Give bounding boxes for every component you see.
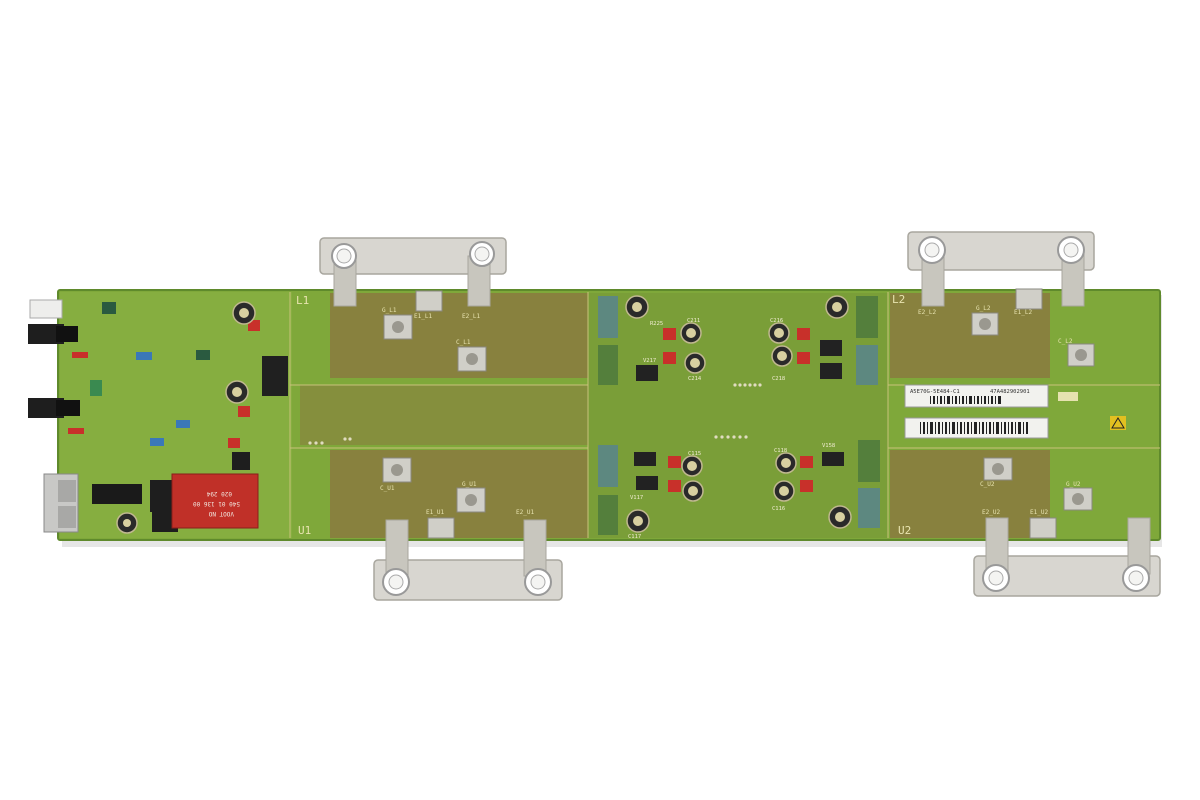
ref-c218: C218 xyxy=(772,376,785,382)
relay-text-line2: 540 01 136 00 xyxy=(193,500,240,507)
film-capacitors xyxy=(228,320,813,492)
fiber-optic-connector xyxy=(28,398,64,418)
pad-label-e1-u1: E1_U1 xyxy=(426,509,444,516)
barcode-stripes xyxy=(930,396,1001,404)
resistor-arrays xyxy=(598,296,880,535)
section-label-l2: L2 xyxy=(892,293,905,306)
pad-label-g-l1: G_L1 xyxy=(382,307,397,314)
relay xyxy=(171,473,259,529)
terminal-hole xyxy=(979,318,991,330)
copper-zone-u2 xyxy=(890,450,1050,538)
ref-c214: C214 xyxy=(688,376,702,382)
pad-label-e2-l2: E2_L2 xyxy=(918,309,936,316)
ref-v217: V217 xyxy=(643,358,656,364)
pad-label-e2-l1: E2_L1 xyxy=(462,313,480,320)
pad-label-c-u1: C_U1 xyxy=(380,485,395,492)
barcode-serial: 47A482902901 xyxy=(990,389,1030,395)
terminal-pad xyxy=(427,517,455,539)
ref-r225: R225 xyxy=(650,321,663,327)
terminal-hole xyxy=(392,321,404,333)
busbar-u2 xyxy=(973,517,1161,597)
pad-label-e1-l1: E1_L1 xyxy=(414,313,432,320)
driver-ics xyxy=(634,340,844,490)
terminal-hole xyxy=(1075,349,1087,361)
pad-label-e1-l2: E1_L2 xyxy=(1014,309,1032,316)
ref-c116: C116 xyxy=(772,506,785,512)
terminal-hole xyxy=(465,494,477,506)
pad-label-e2-u1: E2_U1 xyxy=(516,509,534,516)
busbar-l1 xyxy=(319,237,507,307)
busbar-l2 xyxy=(907,231,1095,307)
ref-c216: C216 xyxy=(770,318,783,324)
terminal-pad xyxy=(415,290,443,312)
ref-v158: V158 xyxy=(822,443,835,449)
terminal-hole xyxy=(992,463,1004,475)
section-label-l1: L1 xyxy=(296,294,309,307)
pad-label-e2-u2: E2_U2 xyxy=(982,509,1000,516)
pad-label-g-u1: G_U1 xyxy=(462,481,477,488)
esd-warning-icon xyxy=(1110,416,1126,430)
pad-label-c-l2: C_L2 xyxy=(1058,338,1073,345)
section-label-u1: U1 xyxy=(298,524,311,537)
ref-c117: C117 xyxy=(628,534,641,540)
capacitor-group xyxy=(625,295,852,533)
esd-triangle xyxy=(1111,417,1125,429)
fiber-optic-connector xyxy=(28,324,64,344)
busbar-u1 xyxy=(373,519,563,601)
ref-v117: V117 xyxy=(630,495,643,501)
center-driver-zone xyxy=(588,293,888,538)
terminal-hole xyxy=(1072,493,1084,505)
terminal-pad xyxy=(1015,288,1043,310)
transformer xyxy=(262,356,288,396)
ref-c115: C115 xyxy=(688,451,701,457)
circuit-board: L1 L2 U1 U2 G_L1 C_L1 E1_L1 E2_L1 G_L2 C… xyxy=(28,288,1161,541)
pad-label-c-u2: C_U2 xyxy=(980,481,995,488)
relay-text-line1: VOOT NO xyxy=(208,510,234,517)
pad-label-g-u2: G_U2 xyxy=(1066,481,1081,488)
pad-label-e1-u2: E1_U2 xyxy=(1030,509,1048,516)
pad-label-c-l1: C_L1 xyxy=(456,339,471,346)
section-label-u2: U2 xyxy=(898,524,911,537)
ic-chip xyxy=(92,484,142,504)
pad-label-g-l2: G_L2 xyxy=(976,305,991,312)
control-components xyxy=(28,299,288,534)
ref-c211: C211 xyxy=(687,318,700,324)
terminal-hole xyxy=(466,353,478,365)
ref-c118: C118 xyxy=(774,448,787,454)
barcode-part-number: A5E70G-5E484-C1 xyxy=(910,389,960,395)
via-row xyxy=(308,383,762,445)
terminal-hole xyxy=(391,464,403,476)
barcode-stripes xyxy=(920,422,1028,434)
terminal-pad xyxy=(1029,517,1057,539)
small-label xyxy=(1058,392,1078,401)
relay-text-line3: 020 294 xyxy=(206,490,232,497)
fiber-optic-connector xyxy=(29,299,63,319)
